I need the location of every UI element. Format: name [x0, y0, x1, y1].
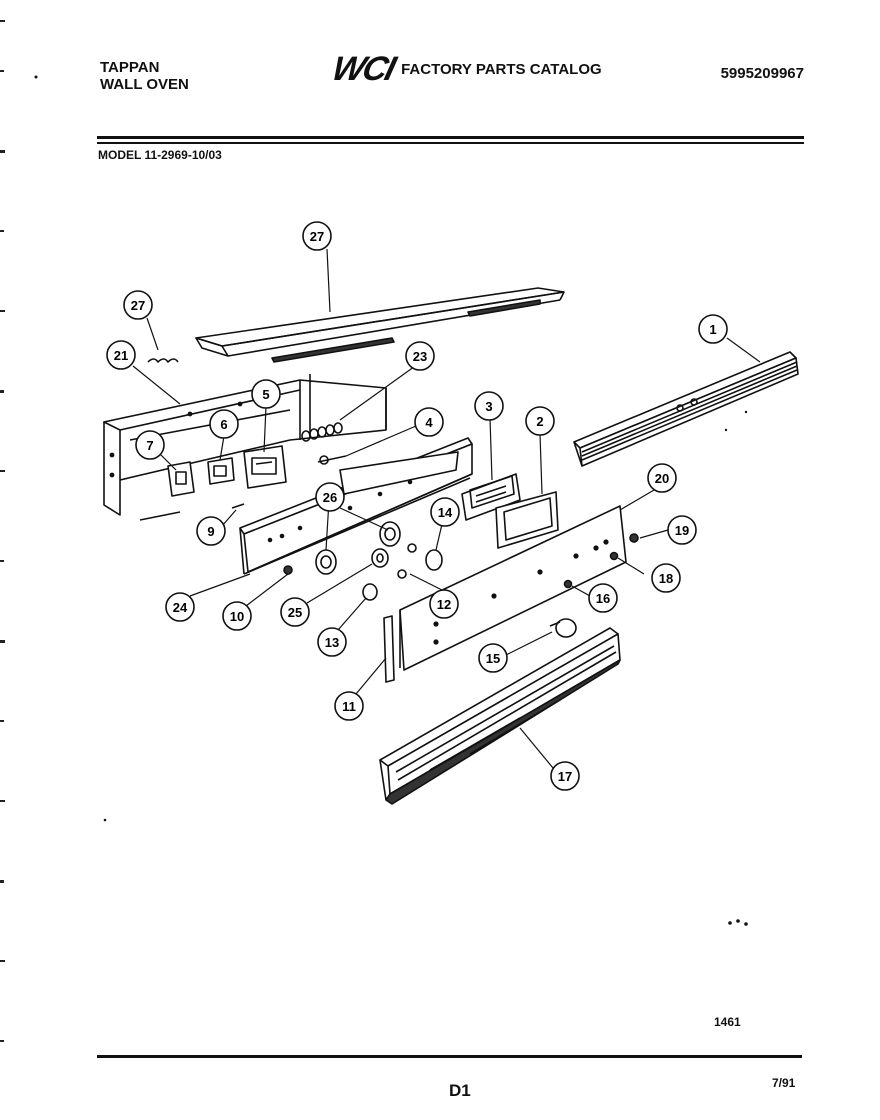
catalog-title: FACTORY PARTS CATALOG	[401, 60, 602, 78]
part-module-5	[243, 445, 287, 489]
svg-text:18: 18	[659, 571, 673, 586]
svg-text:4: 4	[425, 415, 433, 430]
svg-text:24: 24	[173, 600, 188, 615]
part-screw-19	[629, 533, 639, 543]
callout-24: 24	[165, 592, 195, 622]
catalog-header: WCI FACTORY PARTS CATALOG	[328, 50, 602, 88]
svg-text:11: 11	[342, 699, 356, 714]
page-code: D1	[449, 1081, 471, 1100]
svg-text:27: 27	[310, 229, 324, 244]
svg-text:10: 10	[230, 609, 244, 624]
svg-text:13: 13	[325, 635, 339, 650]
part-switch-7	[167, 461, 195, 497]
part-window-frame	[495, 491, 559, 549]
svg-text:19: 19	[675, 523, 689, 538]
callout-27: 27	[123, 290, 153, 320]
brand-name: TAPPAN	[100, 59, 160, 76]
part-rod	[139, 511, 181, 521]
callout-15: 15	[478, 643, 508, 673]
svg-text:21: 21	[114, 348, 128, 363]
part-knob-15	[549, 618, 577, 638]
svg-text:20: 20	[655, 471, 669, 486]
header-rule-thick	[97, 136, 804, 139]
svg-text:23: 23	[413, 349, 427, 364]
scan-specks	[34, 75, 748, 926]
part-control-panel	[239, 437, 473, 575]
callout-11: 11	[334, 691, 364, 721]
callout-26: 26	[315, 482, 345, 512]
svg-text:2: 2	[536, 414, 543, 429]
svg-text:6: 6	[220, 417, 227, 432]
leader-lines	[132, 248, 761, 769]
revision-date: 7/91	[772, 1076, 796, 1090]
callout-5: 5	[251, 379, 281, 409]
svg-text:17: 17	[558, 769, 572, 784]
catalog-number: 5995209967	[720, 65, 804, 82]
callout-10: 10	[222, 601, 252, 631]
callout-6: 6	[209, 409, 239, 439]
callout-14: 14	[430, 497, 460, 527]
callout-4: 4	[414, 407, 444, 437]
part-bar-11	[383, 615, 395, 683]
callout-1: 1	[698, 314, 728, 344]
part-screw-16	[563, 579, 573, 589]
callout-20: 20	[647, 463, 677, 493]
callout-7: 7	[135, 430, 165, 460]
part-screw-18	[609, 551, 619, 561]
svg-text:15: 15	[486, 651, 500, 666]
callout-18: 18	[651, 563, 681, 593]
callout-12: 12	[429, 589, 459, 619]
product-type: WALL OVEN	[100, 76, 189, 93]
part-clock-module	[461, 473, 521, 521]
callout-25: 25	[280, 597, 310, 627]
callout-group: 27 27 21 23 1 5 6 7 4 3 2 26 20 9 14 19 …	[106, 221, 728, 791]
svg-text:9: 9	[207, 524, 214, 539]
part-pin-9	[231, 503, 245, 509]
svg-text:12: 12	[437, 597, 451, 612]
part-screw-10	[283, 565, 293, 575]
svg-text:16: 16	[596, 591, 610, 606]
part-screw-4	[317, 455, 347, 465]
callout-13: 13	[317, 627, 347, 657]
svg-text:1: 1	[709, 322, 716, 337]
svg-text:25: 25	[288, 605, 302, 620]
part-front-panel	[399, 505, 627, 671]
part-switch-6	[207, 457, 235, 485]
callout-19: 19	[667, 515, 697, 545]
svg-text:26: 26	[323, 490, 337, 505]
part-knob-base-26a	[315, 549, 337, 575]
model-number: MODEL 11-2969-10/03	[98, 148, 222, 162]
svg-text:27: 27	[131, 298, 145, 313]
svg-text:7: 7	[146, 438, 153, 453]
callout-21: 21	[106, 340, 136, 370]
callout-3: 3	[474, 391, 504, 421]
callout-16: 16	[588, 583, 618, 613]
part-washer-25	[371, 548, 389, 568]
callout-22: 27	[302, 221, 332, 251]
callout-2: 2	[525, 406, 555, 436]
callout-23: 23	[405, 341, 435, 371]
brand-block: TAPPAN WALL OVEN	[100, 59, 189, 93]
scan-edge-marks	[0, 20, 5, 1042]
header-rule-thin	[97, 142, 804, 144]
part-spring	[147, 358, 179, 363]
callout-17: 17	[550, 761, 580, 791]
svg-text:14: 14	[438, 505, 453, 520]
part-knob-base-26b	[379, 521, 401, 547]
footer-rule	[97, 1055, 802, 1058]
svg-text:3: 3	[485, 399, 492, 414]
part-bezel-14	[425, 549, 443, 571]
part-coil	[301, 422, 343, 442]
svg-text:5: 5	[262, 387, 269, 402]
part-top-cover	[195, 287, 565, 363]
callout-9: 9	[196, 516, 226, 546]
part-clip-13	[362, 583, 378, 601]
part-lower-trim	[379, 627, 621, 805]
diagram-number: 1461	[714, 1015, 741, 1029]
part-rear-trim	[573, 351, 799, 467]
part-grommet-b	[397, 569, 407, 579]
part-grommet-a	[407, 543, 417, 553]
